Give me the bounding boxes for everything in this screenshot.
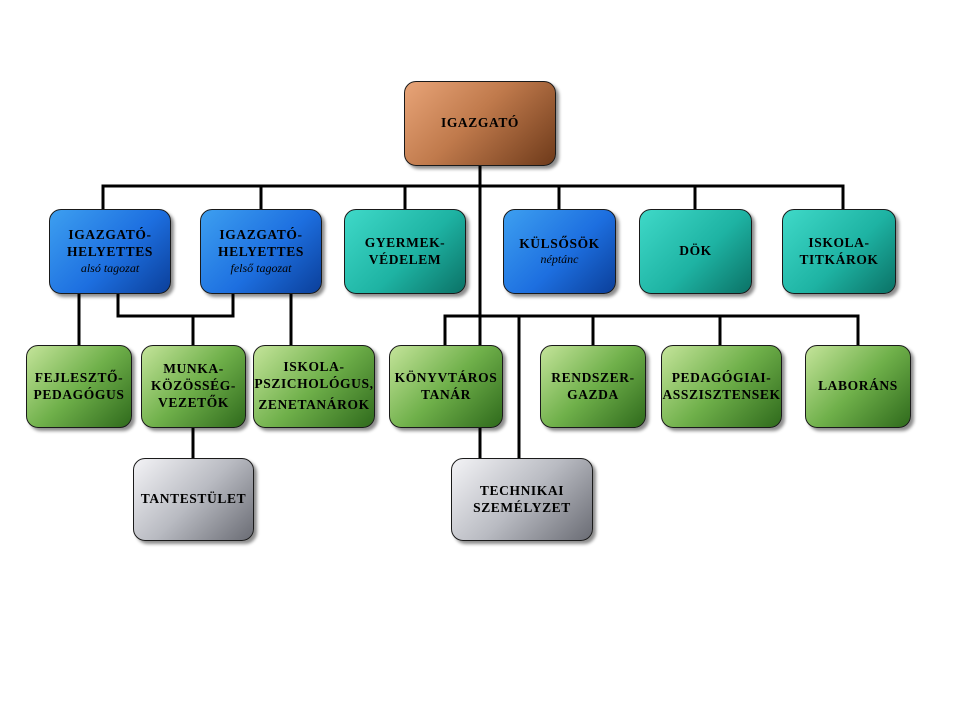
node-label: VEZETŐK — [158, 394, 229, 410]
node-label: GYERMEK- — [364, 234, 446, 250]
node-label: VÉDELEM — [368, 251, 442, 267]
node-label: MUNKA- — [163, 361, 224, 377]
node-sublabel: felső tagozat — [230, 260, 292, 275]
node-label: GAZDA — [567, 386, 619, 402]
node-label: SZEMÉLYZET — [473, 499, 571, 515]
node-pedasszisztens: PEDAGÓGIAI- ASSZISZTENSEK — [661, 345, 782, 428]
node-label: HELYETTES — [67, 244, 153, 259]
node-label: FEJLESZTŐ- — [34, 369, 124, 385]
node-label: LABORÁNS — [818, 378, 898, 394]
node-munkakozosseg: MUNKA- KÖZÖSSÉG- VEZETŐK — [141, 345, 246, 428]
node-label: HELYETTES — [218, 244, 304, 259]
node-iskolatitkarok: ISKOLA- TITKÁROK — [782, 209, 896, 294]
node-label: PSZICHOLÓGUS, — [254, 376, 374, 392]
node-sublabel: néptánc — [540, 252, 579, 267]
node-label: DÖK — [679, 243, 712, 259]
node-label: ISKOLA- — [283, 359, 345, 375]
node-label: IGAZGATÓ — [440, 115, 520, 131]
node-label: TITKÁROK — [799, 251, 879, 267]
node-label: PEDAGÓGUS — [33, 386, 125, 402]
node-label: KÖZÖSSÉG- — [151, 378, 236, 394]
node-technikai: TECHNIKAI SZEMÉLYZET — [451, 458, 593, 541]
node-label: KÜLSŐSÖK — [519, 235, 600, 251]
node-laborans: LABORÁNS — [805, 345, 911, 428]
node-igazgato: IGAZGATÓ — [404, 81, 556, 166]
node-helyettes-felso: IGAZGATÓ- HELYETTES felső tagozat — [200, 209, 322, 294]
node-kulsosok: KÜLSŐSÖK néptánc — [503, 209, 616, 294]
node-tantestulet: TANTESTÜLET — [133, 458, 254, 541]
node-konyvtaros: KÖNYVTÁROS TANÁR — [389, 345, 503, 428]
node-helyettes-also: IGAZGATÓ- HELYETTES alsó tagozat — [49, 209, 171, 294]
node-label: RENDSZER- — [551, 369, 635, 385]
node-label: IGAZGATÓ- — [68, 227, 152, 243]
node-label: TANTESTÜLET — [140, 491, 247, 507]
node-label: ISKOLA- — [808, 234, 870, 250]
node-dok: DÖK — [639, 209, 752, 294]
node-rendszergazda: RENDSZER- GAZDA — [540, 345, 646, 428]
node-pszichologus: ISKOLA- PSZICHOLÓGUS, ZENETANÁROK — [253, 345, 375, 428]
node-label: TANÁR — [421, 386, 471, 402]
node-label: ZENETANÁROK — [258, 396, 370, 412]
node-fejleszto: FEJLESZTŐ- PEDAGÓGUS — [26, 345, 132, 428]
node-gyermekvedelem: GYERMEK- VÉDELEM — [344, 209, 466, 294]
node-label: ASSZISZTENSEK — [662, 386, 781, 402]
node-label: TECHNIKAI — [479, 482, 565, 498]
node-label: KÖNYVTÁROS — [394, 369, 498, 385]
node-label: IGAZGATÓ- — [219, 227, 303, 243]
node-label: PEDAGÓGIAI- — [671, 369, 772, 385]
node-sublabel: alsó tagozat — [80, 260, 140, 275]
